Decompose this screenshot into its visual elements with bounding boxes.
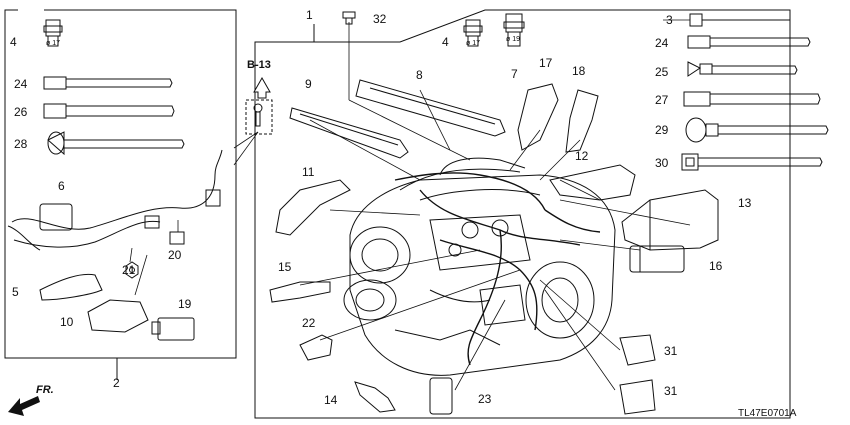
tie-29 <box>685 117 829 143</box>
tie-24-left <box>43 76 173 90</box>
clip-7 <box>503 13 525 47</box>
part-label-4-left: 4 <box>10 35 17 49</box>
tie-27 <box>683 91 821 107</box>
clip-4-right <box>463 19 483 47</box>
b13-reference <box>245 76 273 135</box>
main-harness <box>394 172 601 366</box>
nut-21 <box>125 261 139 279</box>
part-label-32: 32 <box>373 12 387 26</box>
cover-13 <box>621 189 719 251</box>
engine-assembly <box>343 157 616 376</box>
part-label-25: 25 <box>655 65 669 79</box>
part-label-9: 9 <box>305 77 312 91</box>
front-direction-label: FR. <box>36 384 54 396</box>
leader-lines <box>129 19 691 391</box>
sub-harness-2 <box>7 149 223 251</box>
part-label-6: 6 <box>58 179 65 193</box>
bracket-14 <box>354 381 396 413</box>
part-label-2: 2 <box>113 376 120 390</box>
part-label-13: 13 <box>738 196 752 210</box>
tie-30 <box>681 153 823 171</box>
bolt-32 <box>342 11 356 25</box>
part-label-17: 17 <box>539 56 553 70</box>
clip-size-label-4-right: ø 17 <box>466 40 481 47</box>
part-label-21: 21 <box>122 263 136 277</box>
part-label-16: 16 <box>709 259 723 273</box>
bracket-17 <box>517 83 559 151</box>
part-label-26: 26 <box>14 105 28 119</box>
part-label-8: 8 <box>416 68 423 82</box>
part-label-14: 14 <box>324 393 338 407</box>
part-label-24-right: 24 <box>655 36 669 50</box>
part-label-24-left: 24 <box>14 77 28 91</box>
part-label-27: 27 <box>655 93 669 107</box>
part-label-4-right: 4 <box>442 35 449 49</box>
part-label-23: 23 <box>478 392 492 406</box>
part-label-28: 28 <box>14 137 28 151</box>
part-label-19: 19 <box>178 297 192 311</box>
part-label-31-lower: 31 <box>664 384 678 398</box>
clip-size-label-4-left: ø 17 <box>46 40 61 47</box>
part-label-18: 18 <box>572 64 586 78</box>
bracket-18 <box>565 89 599 153</box>
tie-24-right <box>687 35 811 49</box>
cover-10 <box>87 299 149 333</box>
clip-size-label-7: ø 19 <box>506 36 521 43</box>
rail-9 <box>289 107 409 159</box>
bracket-31-lower <box>619 379 656 415</box>
part-label-15: 15 <box>278 260 292 274</box>
group-1-outline <box>254 9 791 419</box>
bracket-19 <box>151 317 195 341</box>
rail-8 <box>355 79 506 137</box>
bracket-20 <box>169 231 185 245</box>
bracket-12 <box>549 164 636 201</box>
tie-3 <box>689 13 790 27</box>
diagram-code: TL47E0701A <box>738 408 797 419</box>
connector-16 <box>629 245 685 273</box>
part-label-3: 3 <box>666 13 673 27</box>
part-label-10: 10 <box>60 315 74 329</box>
tie-28-left <box>47 131 185 156</box>
bracket-31-upper <box>619 334 656 366</box>
part-label-31-upper: 31 <box>664 344 678 358</box>
bracket-22 <box>299 334 333 361</box>
group-2-bracket <box>4 9 237 359</box>
bracket-15 <box>269 281 331 303</box>
tie-26-left <box>43 103 175 119</box>
part-label-11: 11 <box>302 165 315 179</box>
reference-b13-label: B-13 <box>247 59 271 71</box>
front-arrow-shape <box>8 396 40 416</box>
tie-25 <box>687 61 798 77</box>
cover-5 <box>39 273 103 301</box>
bracket-11 <box>275 179 351 236</box>
part-label-22: 22 <box>302 316 316 330</box>
part-label-29: 29 <box>655 123 669 137</box>
part-label-20: 20 <box>168 248 182 262</box>
cover-23 <box>429 377 453 415</box>
clip-4-left <box>43 19 63 47</box>
part-label-12: 12 <box>575 149 589 163</box>
part-label-1: 1 <box>306 8 313 22</box>
part-label-30: 30 <box>655 156 669 170</box>
part-label-7: 7 <box>511 67 518 81</box>
part-label-5: 5 <box>12 285 19 299</box>
